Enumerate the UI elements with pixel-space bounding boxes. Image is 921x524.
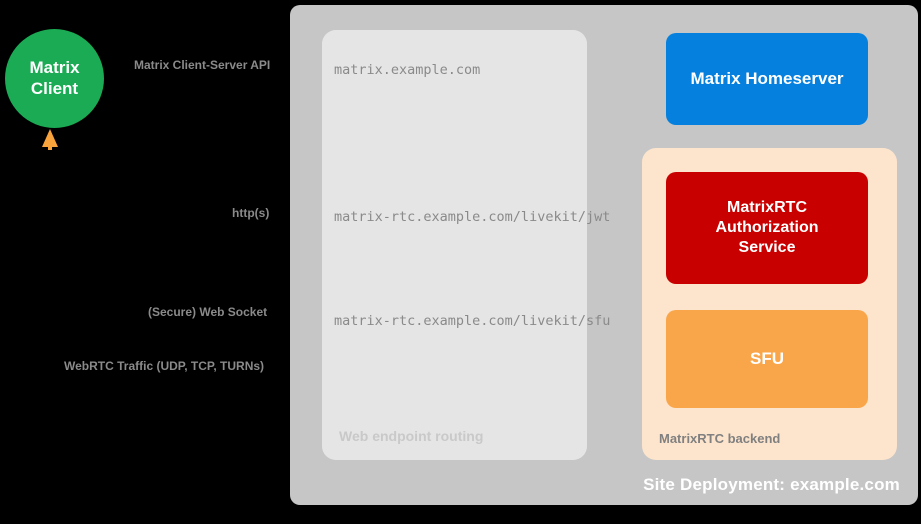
connection-label-matrix-client-server-api: Matrix Client-Server API	[134, 58, 271, 72]
site-deployment-label: Site Deployment: example.com	[643, 475, 900, 494]
auth-service-label-line3: Service	[738, 239, 796, 256]
routing-overlay	[322, 30, 587, 460]
connection-label-https: http(s)	[232, 206, 270, 220]
sfu-box: SFU	[666, 310, 868, 408]
matrix-homeserver-label: Matrix Homeserver	[690, 69, 844, 88]
matrix-homeserver-box: Matrix Homeserver	[666, 33, 868, 125]
endpoint-livekit-jwt: matrix-rtc.example.com/livekit/jwt	[334, 209, 611, 225]
sfu-label: SFU	[750, 349, 784, 368]
matrix-client-node: Matrix Client	[5, 29, 104, 128]
connection-label-secure-web-socket: (Secure) Web Socket	[148, 305, 268, 319]
matrixrtc-backend-label: MatrixRTC backend	[659, 431, 781, 446]
matrixrtc-authorization-service-box: MatrixRTC Authorization Service	[666, 172, 868, 284]
matrix-client-label-line1: Matrix	[29, 58, 80, 78]
connection-label-webrtc-traffic: WebRTC Traffic (UDP, TCP, TURNs)	[64, 359, 265, 373]
endpoint-matrix: matrix.example.com	[334, 62, 481, 78]
auth-service-label-line2: Authorization	[715, 219, 819, 236]
matrix-client-label-line2: Client	[30, 78, 79, 98]
auth-service-label-line1: MatrixRTC	[726, 199, 807, 216]
endpoint-livekit-sfu: matrix-rtc.example.com/livekit/sfu	[334, 313, 611, 329]
